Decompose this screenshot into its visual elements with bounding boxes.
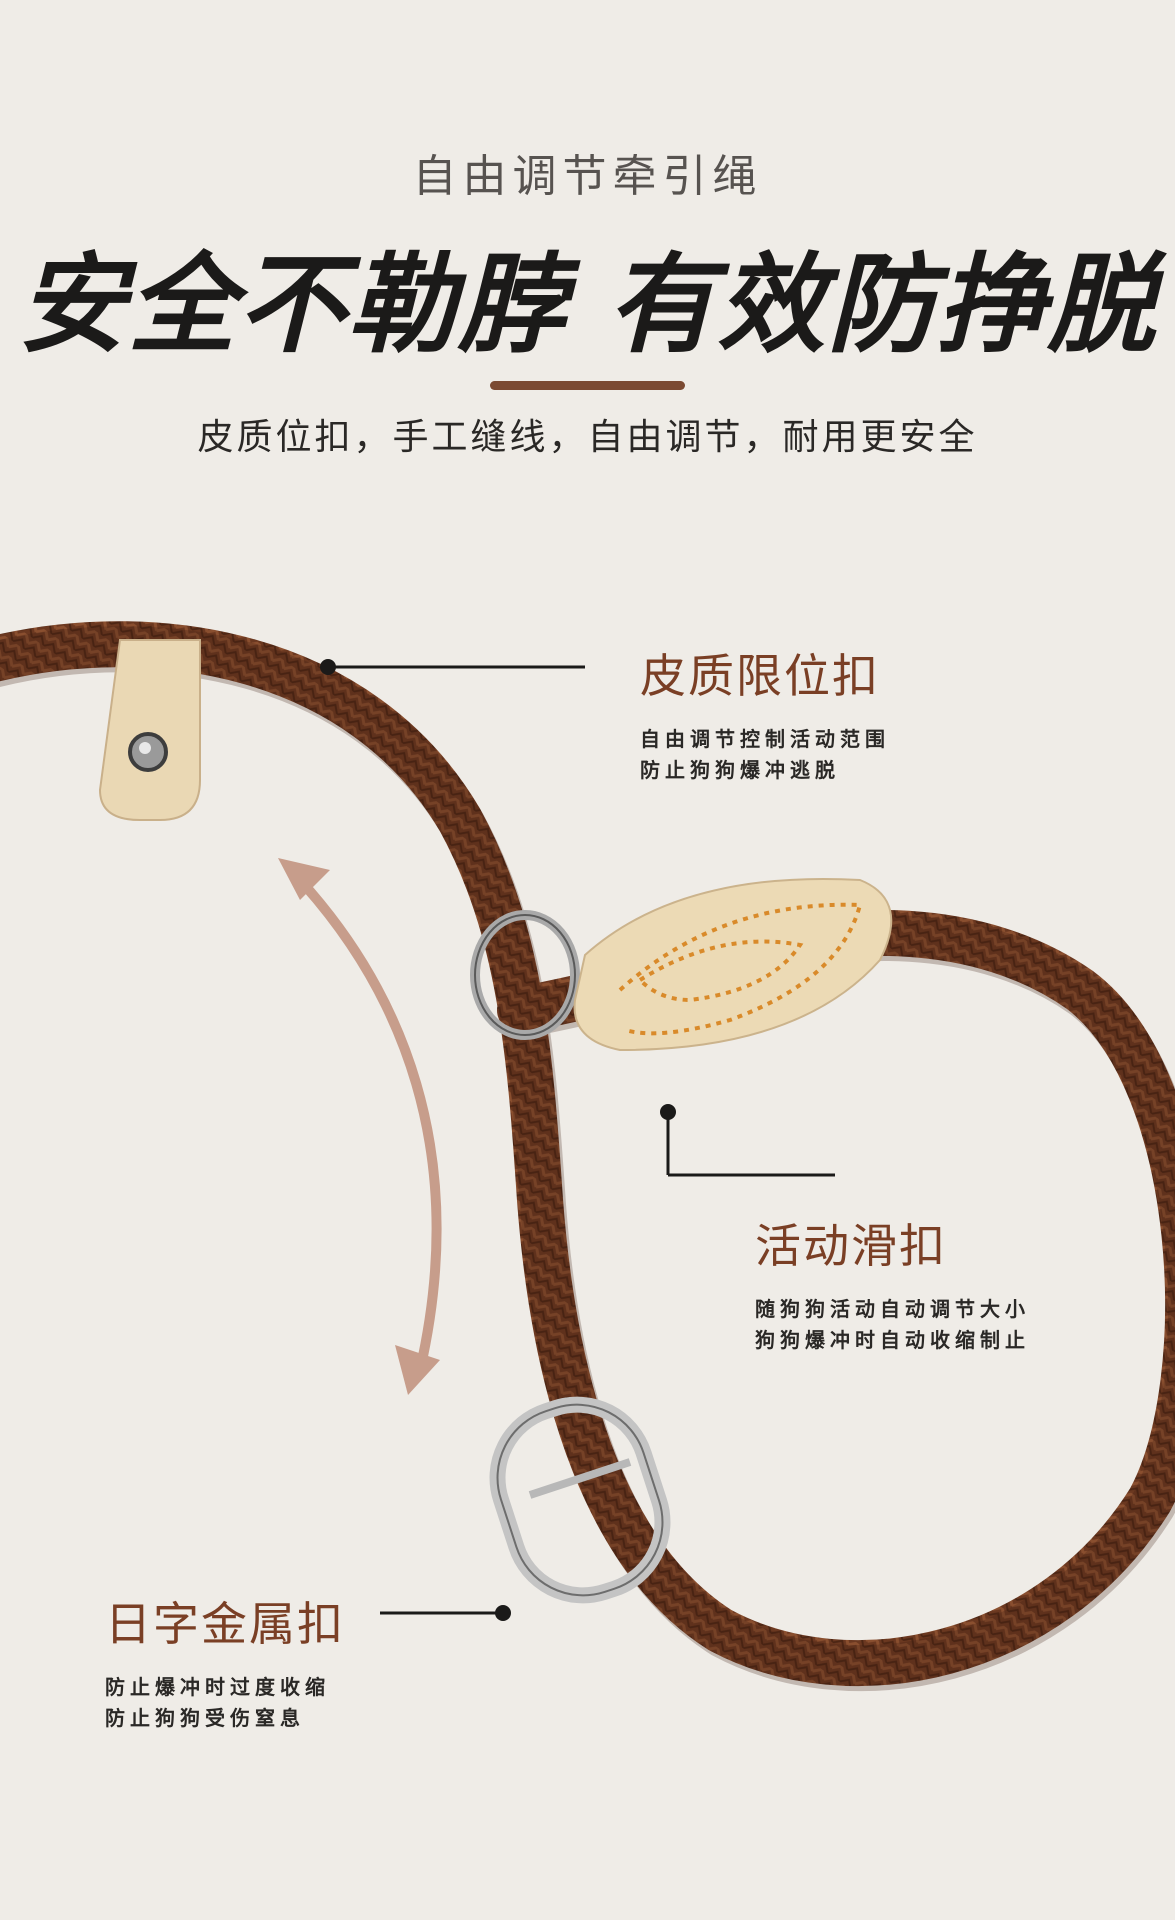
subtitle: 自由调节牵引绳 — [412, 151, 763, 202]
callout-title: 活动滑扣 — [755, 1219, 947, 1273]
tagline: 皮质位扣，手工缝线，自由调节，耐用更安全 — [197, 417, 978, 458]
callout-desc-line1: 防止爆冲时过度收缩 — [105, 1675, 330, 1699]
metal-buckle-icon — [489, 1396, 671, 1604]
callout-desc-line1: 自由调节控制活动范围 — [640, 727, 890, 751]
callout-desc-line2: 狗狗爆冲时自动收缩制止 — [755, 1328, 1030, 1352]
callout-metal-buckle: 日字金属扣 防止爆冲时过度收缩 防止狗狗受伤窒息 — [105, 1588, 345, 1734]
divider — [490, 381, 685, 390]
callout-desc-line2: 防止狗狗受伤窒息 — [105, 1706, 305, 1730]
headline: 安全不勒脖 有效防挣脱 — [17, 243, 1158, 368]
o-ring-icon — [470, 910, 580, 1040]
leather-slide-icon — [573, 877, 893, 1052]
leather-stopper-icon — [98, 639, 201, 821]
callout-leather-stopper: 皮质限位扣 自由调节控制活动范围 防止狗狗爆冲逃脱 — [640, 640, 890, 786]
callout-lines — [320, 659, 835, 1621]
callout-title: 日字金属扣 — [105, 1597, 345, 1651]
callout-slide-buckle: 活动滑扣 随狗狗活动自动调节大小 狗狗爆冲时自动收缩制止 — [755, 1210, 1030, 1356]
callout-title: 皮质限位扣 — [640, 649, 880, 703]
rope — [0, 621, 1175, 1691]
adjust-arrow-icon — [278, 858, 442, 1395]
callout-desc-line1: 随狗狗活动自动调节大小 — [755, 1297, 1030, 1321]
callout-desc-line2: 防止狗狗爆冲逃脱 — [640, 758, 840, 782]
